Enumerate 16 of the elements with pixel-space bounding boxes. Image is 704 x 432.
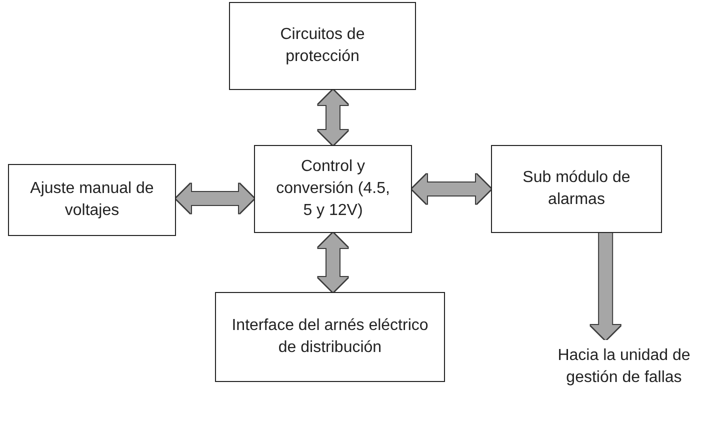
box-label: Circuitos de protección [279, 25, 366, 67]
process-box [8, 164, 176, 236]
process-box [229, 2, 416, 90]
block-arrow [318, 90, 348, 145]
block-arrow [318, 233, 348, 292]
process-box [491, 145, 662, 233]
block-arrow [176, 184, 254, 214]
box-label: Sub módulo de alarmas [522, 168, 632, 210]
box-label: Interface del arnés eléctrico de distribución [230, 316, 430, 358]
process-box [215, 292, 445, 382]
process-box [254, 145, 412, 233]
block-arrow [590, 233, 621, 340]
destination-label: Hacia la unidad de gestión de fallas [556, 346, 692, 388]
box-label: Ajuste manual de voltajes [29, 179, 155, 221]
block-arrow [412, 174, 491, 204]
box-label: Control y conversión (4.5, 5 y 12V) [275, 157, 391, 221]
